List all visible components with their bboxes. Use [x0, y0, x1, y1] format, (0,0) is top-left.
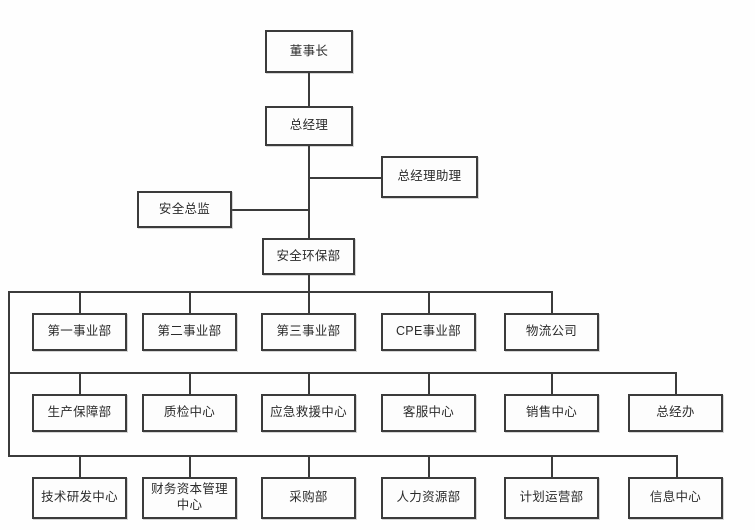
drop-div-3 — [308, 291, 310, 313]
connector-gm-to-safety-director — [231, 209, 310, 211]
node-label-div-2: 第二事业部 — [157, 324, 222, 339]
node-finance-capital[interactable]: 财务资本管理中心 — [142, 477, 237, 519]
node-label-information-center: 信息中心 — [649, 490, 702, 505]
node-procurement[interactable]: 采购部 — [261, 477, 356, 519]
drop-gm-office — [675, 372, 677, 394]
node-information-center[interactable]: 信息中心 — [628, 477, 723, 519]
drop-quality-center — [189, 372, 191, 394]
node-label-planning-ops: 计划运营部 — [519, 490, 584, 505]
node-emergency-rescue[interactable]: 应急救援中心 — [261, 394, 356, 432]
node-label-emergency-rescue: 应急救援中心 — [270, 405, 347, 420]
bus-level5 — [8, 372, 676, 374]
connector-safety-env-to-bus1 — [308, 275, 310, 293]
drop-rnd-center — [79, 455, 81, 477]
node-human-resources[interactable]: 人力资源部 — [381, 477, 476, 519]
node-label-sales-center: 销售中心 — [525, 405, 578, 420]
node-chairman[interactable]: 董事长 — [265, 30, 353, 73]
node-quality-center[interactable]: 质检中心 — [142, 394, 237, 432]
connector-gm-to-assistant — [308, 177, 382, 179]
node-gm-office[interactable]: 总经办 — [628, 394, 723, 432]
node-label-logistics: 物流公司 — [525, 324, 578, 339]
drop-procurement — [308, 455, 310, 477]
node-div-2[interactable]: 第二事业部 — [142, 313, 237, 351]
node-label-rnd-center: 技术研发中心 — [41, 490, 118, 505]
drop-div-cpe — [428, 291, 430, 313]
node-div-1[interactable]: 第一事业部 — [32, 313, 127, 351]
node-planning-ops[interactable]: 计划运营部 — [504, 477, 599, 519]
node-label-gm-office: 总经办 — [656, 405, 695, 420]
drop-div-2 — [189, 291, 191, 313]
drop-finance-capital — [189, 455, 191, 477]
node-safety-director[interactable]: 安全总监 — [137, 191, 232, 228]
node-safety-env-dept[interactable]: 安全环保部 — [262, 238, 355, 275]
node-label-chairman: 董事长 — [289, 43, 329, 58]
node-label-human-resources: 人力资源部 — [396, 490, 461, 505]
node-rnd-center[interactable]: 技术研发中心 — [32, 477, 127, 519]
drop-div-1 — [79, 291, 81, 313]
node-label-div-cpe: CPE事业部 — [395, 324, 461, 339]
node-div-3[interactable]: 第三事业部 — [261, 313, 356, 351]
node-production-support[interactable]: 生产保障部 — [32, 394, 127, 432]
node-sales-center[interactable]: 销售中心 — [504, 394, 599, 432]
node-logistics[interactable]: 物流公司 — [504, 313, 599, 351]
node-label-gm-assistant: 总经理助理 — [397, 169, 462, 184]
bus-level6 — [8, 455, 678, 457]
node-label-production-support: 生产保障部 — [47, 405, 112, 420]
node-gm-assistant[interactable]: 总经理助理 — [381, 156, 478, 198]
node-general-manager[interactable]: 总经理 — [265, 106, 353, 146]
node-label-div-1: 第一事业部 — [47, 324, 112, 339]
node-label-quality-center: 质检中心 — [163, 405, 216, 420]
left-spine-bus1-to-bus3 — [8, 291, 10, 457]
node-label-safety-director: 安全总监 — [158, 201, 211, 216]
connector-gm-spine — [308, 146, 310, 238]
node-label-finance-capital: 财务资本管理中心 — [151, 482, 228, 512]
drop-customer-service — [428, 372, 430, 394]
drop-planning-ops — [551, 455, 553, 477]
node-label-customer-service: 客服中心 — [402, 405, 455, 420]
node-customer-service[interactable]: 客服中心 — [381, 394, 476, 432]
drop-information-center — [676, 455, 678, 477]
drop-human-resources — [428, 455, 430, 477]
node-div-cpe[interactable]: CPE事业部 — [381, 313, 476, 351]
node-label-procurement: 采购部 — [289, 490, 328, 505]
drop-sales-center — [551, 372, 553, 394]
drop-logistics — [551, 291, 553, 313]
node-label-general-manager: 总经理 — [289, 118, 329, 133]
drop-emergency-rescue — [308, 372, 310, 394]
node-label-div-3: 第三事业部 — [276, 324, 341, 339]
bus-level4 — [8, 291, 553, 293]
connector-chairman-to-gm — [308, 73, 310, 106]
drop-production-support — [79, 372, 81, 394]
node-label-safety-env-dept: 安全环保部 — [276, 248, 341, 263]
